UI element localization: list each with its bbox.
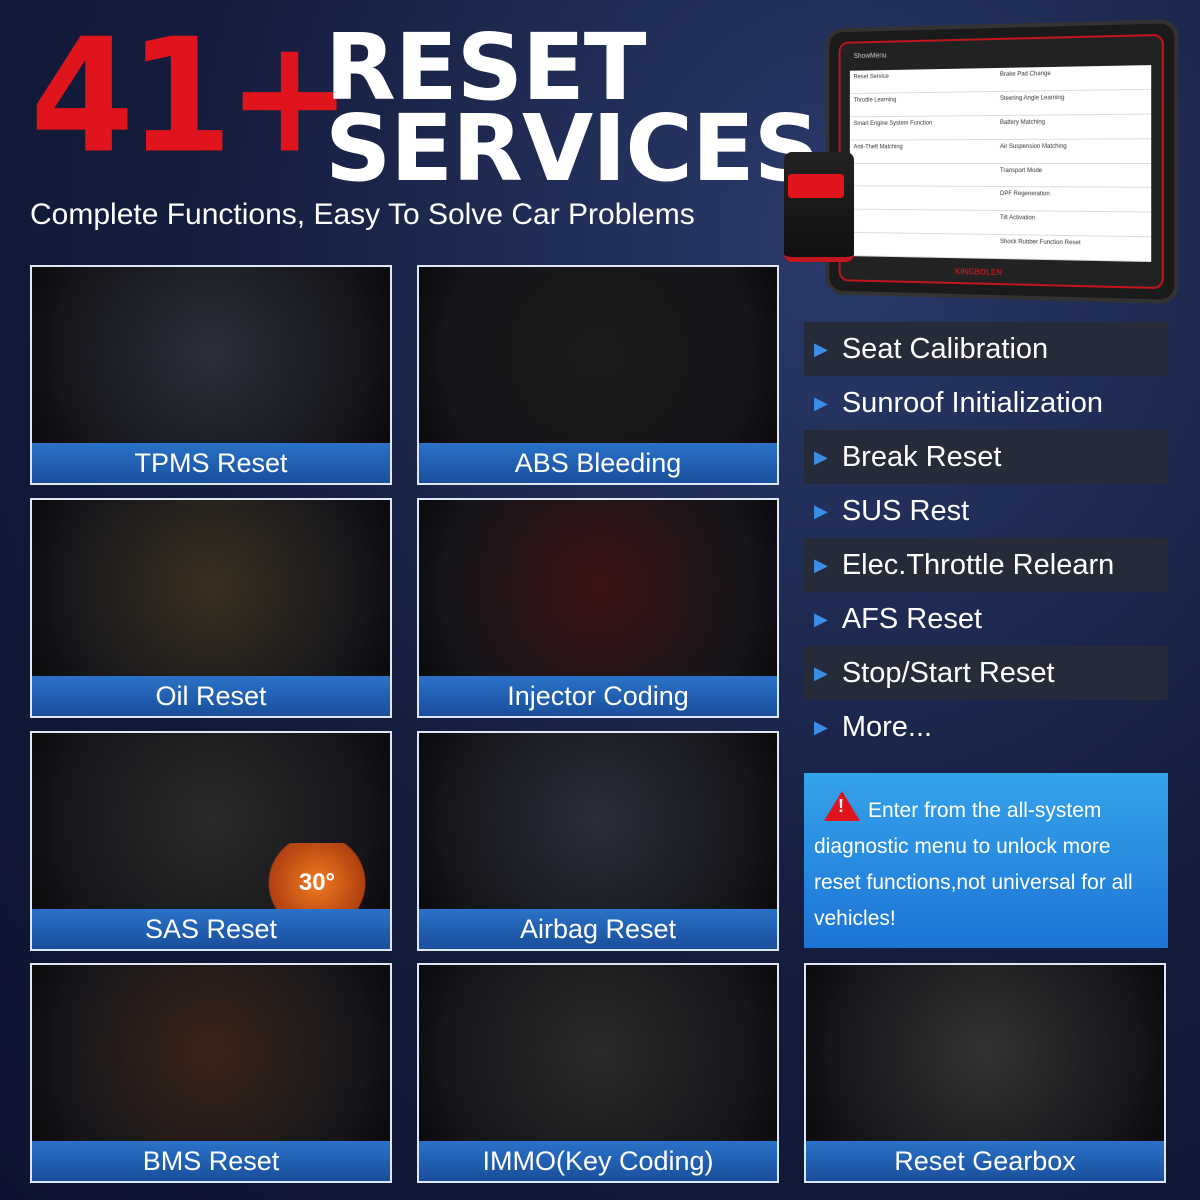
triangle-bullet-icon: ▶ bbox=[814, 393, 828, 414]
feature-item: ▶ Break Reset bbox=[804, 430, 1168, 484]
tablet-menu-item: Anti-Theft Matching bbox=[850, 140, 996, 164]
tablet-menu-item: Brake Pad Change bbox=[996, 65, 1151, 92]
tablet-menu-item: Shock Rubber Function Reset bbox=[996, 235, 1151, 262]
feature-item: ▶ AFS Reset bbox=[804, 592, 1168, 646]
feature-item: ▶ Seat Calibration bbox=[804, 322, 1168, 376]
tablet-menu-item bbox=[850, 163, 996, 187]
tablet-menu-item: Steering Angle Learning bbox=[996, 90, 1151, 116]
tablet-menu-item: DPF Regeneration bbox=[996, 187, 1151, 212]
feature-label: Seat Calibration bbox=[842, 333, 1048, 366]
feature-item: ▶ Stop/Start Reset bbox=[804, 646, 1168, 700]
service-label: Reset Gearbox bbox=[806, 1141, 1164, 1181]
tablet-menu-item bbox=[850, 233, 996, 259]
feature-label: Elec.Throttle Relearn bbox=[842, 549, 1114, 582]
tablet-menu-item: Air Suspension Matching bbox=[996, 139, 1151, 164]
triangle-bullet-icon: ▶ bbox=[814, 663, 828, 684]
service-tile: Airbag Reset bbox=[417, 731, 779, 951]
triangle-bullet-icon: ▶ bbox=[814, 609, 828, 630]
notice-box: !Enter from the all-system diagnostic me… bbox=[804, 773, 1168, 948]
triangle-bullet-icon: ▶ bbox=[814, 339, 828, 360]
subtitle: Complete Functions, Easy To Solve Car Pr… bbox=[30, 198, 695, 232]
headline-number: 41+ bbox=[30, 18, 346, 176]
service-label: BMS Reset bbox=[32, 1141, 390, 1181]
service-tile: BMS Reset bbox=[30, 963, 392, 1183]
service-label: Airbag Reset bbox=[419, 909, 777, 949]
feature-label: SUS Rest bbox=[842, 495, 969, 528]
tablet-menu-item: Transport Mode bbox=[996, 164, 1151, 189]
service-tile: 30°SAS Reset bbox=[30, 731, 392, 951]
tablet-menu-item: Throttle Learning bbox=[850, 92, 996, 117]
feature-label: Sunroof Initialization bbox=[842, 387, 1103, 420]
headline-title: RESET SERVICES bbox=[325, 28, 819, 190]
tablet-menu-title: ShowMenu bbox=[854, 52, 887, 60]
service-tile: ABS Bleeding bbox=[417, 265, 779, 485]
service-tile: Oil Reset bbox=[30, 498, 392, 718]
tablet-device: ShowMenu Reset ServiceBrake Pad ChangeTh… bbox=[826, 19, 1179, 304]
tablet-screen: Reset ServiceBrake Pad ChangeThrottle Le… bbox=[850, 65, 1151, 262]
feature-label: Stop/Start Reset bbox=[842, 657, 1055, 690]
feature-label: AFS Reset bbox=[842, 603, 982, 636]
obd-dongle bbox=[784, 152, 854, 262]
service-tile: TPMS Reset bbox=[30, 265, 392, 485]
triangle-bullet-icon: ▶ bbox=[814, 555, 828, 576]
feature-item: ▶ More... bbox=[804, 700, 1168, 754]
service-tile: Reset Gearbox bbox=[804, 963, 1166, 1183]
warning-icon: ! bbox=[824, 791, 860, 821]
triangle-bullet-icon: ▶ bbox=[814, 717, 828, 738]
service-label: IMMO(Key Coding) bbox=[419, 1141, 777, 1181]
tablet-menu-item: Tilt Activation bbox=[996, 211, 1151, 237]
service-label: SAS Reset bbox=[32, 909, 390, 949]
feature-list: ▶ Seat Calibration ▶ Sunroof Initialization… bbox=[804, 322, 1168, 754]
tablet-menu-item: Battery Matching bbox=[996, 114, 1151, 139]
tablet-menu-item bbox=[850, 210, 996, 235]
triangle-bullet-icon: ▶ bbox=[814, 447, 828, 468]
tablet-brand: KINGBOLEN bbox=[955, 267, 1002, 277]
feature-item: ▶ Elec.Throttle Relearn bbox=[804, 538, 1168, 592]
tablet-menu-item bbox=[850, 187, 996, 212]
triangle-bullet-icon: ▶ bbox=[814, 501, 828, 522]
service-label: Injector Coding bbox=[419, 676, 777, 716]
feature-label: More... bbox=[842, 711, 932, 744]
service-label: ABS Bleeding bbox=[419, 443, 777, 483]
service-tile: Injector Coding bbox=[417, 498, 779, 718]
feature-item: ▶ SUS Rest bbox=[804, 484, 1168, 538]
feature-label: Break Reset bbox=[842, 441, 1002, 474]
feature-item: ▶ Sunroof Initialization bbox=[804, 376, 1168, 430]
service-label: TPMS Reset bbox=[32, 443, 390, 483]
tablet-menu-item: Reset Service bbox=[850, 68, 996, 94]
notice-text: Enter from the all-system diagnostic men… bbox=[814, 799, 1133, 930]
service-label: Oil Reset bbox=[32, 676, 390, 716]
headline-line2: SERVICES bbox=[325, 109, 819, 190]
tablet-menu-item: Smart Engine System Function bbox=[850, 116, 996, 141]
service-tile: IMMO(Key Coding) bbox=[417, 963, 779, 1183]
